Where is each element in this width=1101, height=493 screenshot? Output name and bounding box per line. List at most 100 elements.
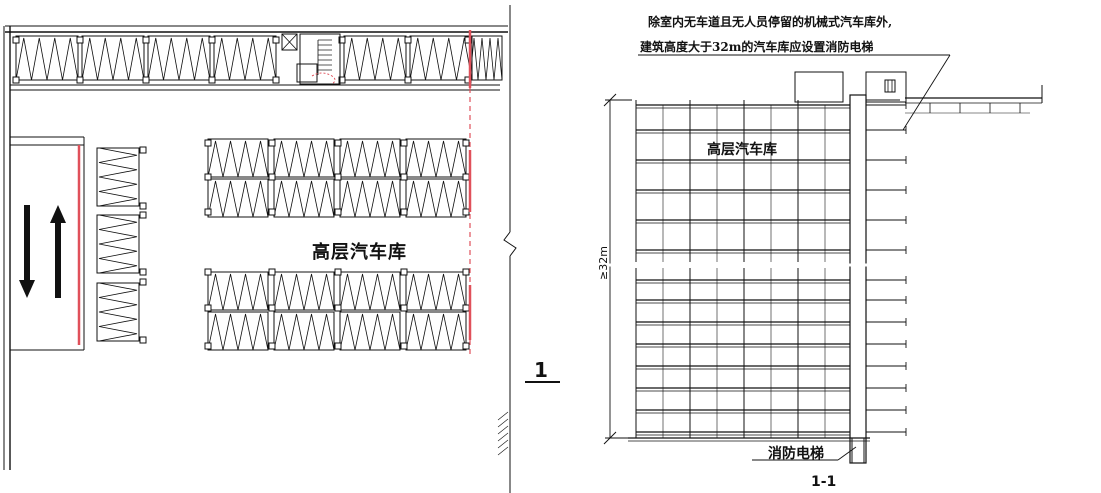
dimension-slash — [603, 431, 617, 445]
note-leader — [902, 54, 951, 131]
break-line — [497, 5, 560, 493]
elevator-label: 消防电梯 — [768, 446, 824, 462]
section-elevation — [590, 54, 1043, 464]
stair-landing — [296, 63, 318, 83]
column-post — [334, 268, 342, 276]
stall-car-marks — [81, 37, 145, 81]
dimension-slash — [603, 93, 617, 107]
column-post — [204, 268, 212, 276]
stair-hatch — [497, 446, 509, 456]
parking-stall — [96, 147, 140, 207]
break-zigzag — [503, 231, 517, 257]
arrow-up — [50, 205, 66, 298]
parking-stall — [81, 35, 145, 81]
column-post — [462, 139, 470, 147]
elevator-shaft — [849, 94, 867, 464]
arrow-down — [19, 205, 35, 298]
stall-car-marks — [339, 180, 401, 218]
column-post — [400, 304, 408, 312]
parking-stall — [405, 178, 467, 218]
column-post — [268, 304, 276, 312]
column-post — [462, 342, 470, 350]
stall-car-marks — [469, 37, 503, 81]
column-post — [142, 36, 150, 44]
stair-hatch — [497, 425, 509, 435]
column-post — [268, 173, 276, 181]
stall-car-marks — [207, 180, 269, 218]
parking-stall — [15, 35, 79, 81]
note-line-1: 除室内无车道且无人员停留的机械式汽车库外, — [648, 15, 893, 29]
floor-plan — [3, 25, 508, 470]
stall-car-marks — [339, 313, 401, 351]
column-post — [400, 342, 408, 350]
stall-car-marks — [98, 147, 138, 207]
column-post — [334, 208, 342, 216]
line — [281, 33, 298, 51]
column-post — [268, 208, 276, 216]
column-post — [400, 268, 408, 276]
column-post — [139, 202, 147, 210]
stall-car-marks — [273, 313, 335, 351]
column-post — [334, 304, 342, 312]
column-post — [208, 76, 216, 84]
column-post — [268, 268, 276, 276]
column-post — [142, 76, 150, 84]
parking-stall — [409, 35, 473, 81]
column-post — [400, 173, 408, 181]
parking-stall — [207, 178, 269, 218]
stall-car-marks — [273, 273, 335, 311]
column-post — [12, 76, 20, 84]
parking-stall — [405, 271, 467, 311]
section-mark: 1 — [534, 358, 548, 382]
column-post — [139, 268, 147, 276]
parking-stall — [273, 138, 335, 178]
elevator-box — [281, 33, 298, 51]
stall-car-marks — [273, 180, 335, 218]
column-post — [462, 208, 470, 216]
column-post — [338, 36, 346, 44]
stall-car-marks — [207, 140, 269, 178]
parking-stall — [339, 271, 401, 311]
entry-mark — [311, 72, 336, 85]
stall-car-marks — [98, 214, 138, 274]
parking-stall — [207, 271, 269, 311]
section-caption: 1-1 — [811, 474, 837, 490]
parking-stall — [273, 311, 335, 351]
column-post — [139, 211, 147, 219]
column-post — [204, 139, 212, 147]
elevator-vent — [884, 79, 896, 93]
elevator-machine-room — [865, 71, 907, 103]
stall-car-marks — [339, 140, 401, 178]
stall-car-marks — [15, 37, 79, 81]
parking-stall — [405, 311, 467, 351]
stall-car-marks — [405, 180, 467, 218]
parking-stall — [207, 311, 269, 351]
stair-hatch — [497, 432, 509, 442]
parking-stall — [207, 138, 269, 178]
stall-car-marks — [147, 37, 211, 81]
parking-stall — [273, 271, 335, 311]
stall-car-marks — [405, 273, 467, 311]
column-post — [400, 139, 408, 147]
column-post — [462, 268, 470, 276]
stall-car-marks — [98, 282, 138, 342]
column-post — [139, 336, 147, 344]
parking-stall — [273, 178, 335, 218]
parking-stall — [405, 138, 467, 178]
roof-machine-room — [794, 71, 844, 103]
column-post — [268, 342, 276, 350]
parking-stall — [339, 138, 401, 178]
stair-hatch — [497, 439, 509, 449]
column-post — [334, 342, 342, 350]
stall-car-marks — [409, 37, 473, 81]
parking-stall — [339, 311, 401, 351]
stair-hatch — [497, 418, 509, 428]
stall-car-marks — [343, 37, 407, 81]
column-post — [334, 139, 342, 147]
column-post — [208, 36, 216, 44]
parking-stall — [339, 178, 401, 218]
stall-car-marks — [213, 37, 277, 81]
elevator-leader — [837, 446, 857, 461]
column-post — [204, 208, 212, 216]
